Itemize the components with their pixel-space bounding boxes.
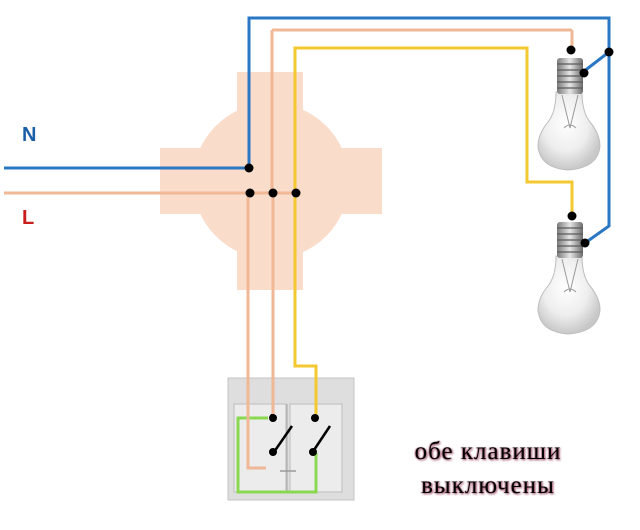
junction-dots — [244, 163, 301, 198]
neutral-wire — [4, 16, 611, 245]
neutral-label: N — [22, 124, 37, 146]
lamp-bulb-icon — [537, 45, 614, 171]
line-label: L — [22, 207, 35, 229]
switch-dots — [269, 414, 319, 456]
caption-line-2: выключены — [421, 472, 555, 499]
line-wire — [4, 28, 574, 470]
lamp-bulb-icon — [537, 211, 601, 335]
caption-line-1: обе клавиши — [414, 438, 562, 465]
lamp-wire-yellow — [293, 46, 574, 418]
